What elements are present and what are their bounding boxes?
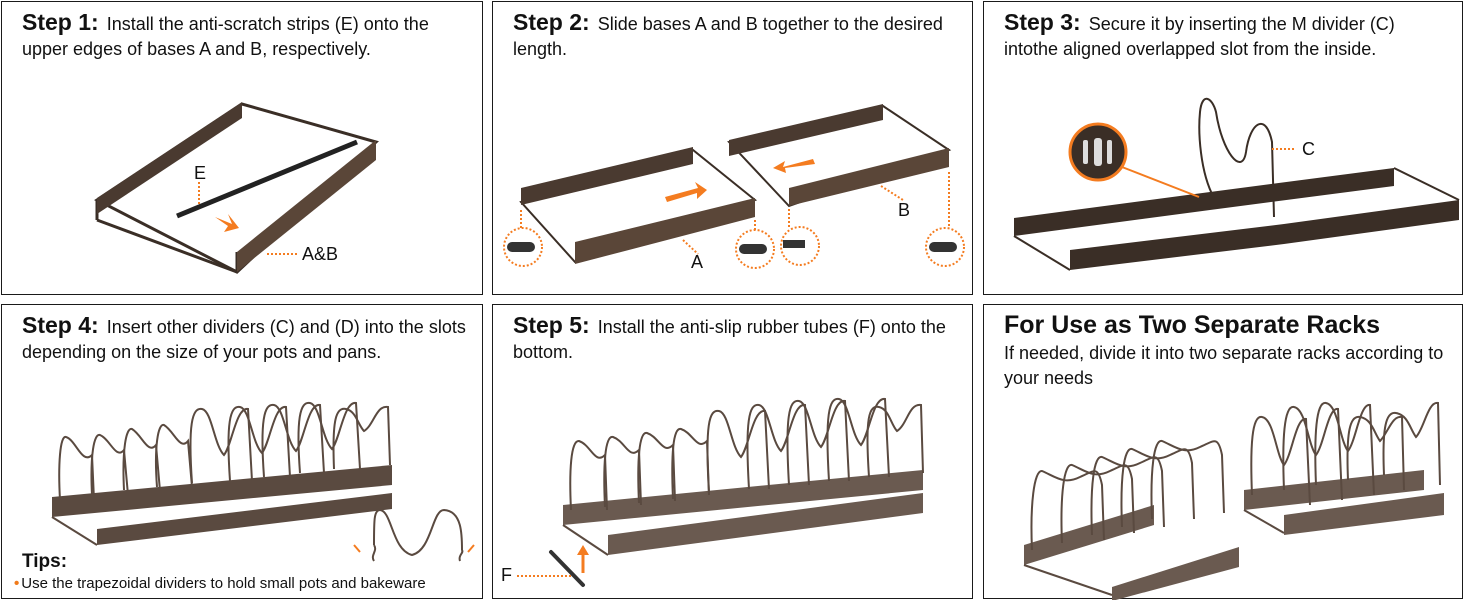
bullet-icon: • (14, 575, 20, 592)
step-1-text: Install the anti-scratch strips (E) onto… (22, 14, 429, 59)
step-4-panel: Step 4:Insert other dividers (C) and (D)… (1, 304, 483, 599)
separate-racks-heading: For Use as Two Separate Racks If needed,… (1004, 309, 1452, 391)
step-2-label: Step 2: (513, 9, 590, 35)
separate-racks-text: If needed, divide it into two separate r… (1004, 343, 1444, 388)
step-2-panel: Step 2:Slide bases A and B together to t… (492, 1, 973, 295)
label-e: E (194, 163, 207, 183)
step-2-text: Slide bases A and B together to the desi… (513, 14, 943, 59)
step-3-panel: Step 3:Secure it by inserting the M divi… (983, 1, 1463, 295)
step-3-text: Secure it by inserting the M divider (C)… (1004, 14, 1395, 59)
arrow-right-icon (665, 182, 707, 202)
base-with-strip-illustration (94, 102, 379, 274)
bases-sliding-illustration (503, 104, 965, 269)
label-a: A (691, 252, 704, 272)
two-racks-illustration (1023, 402, 1444, 600)
separate-racks-panel: For Use as Two Separate Racks If needed,… (983, 304, 1463, 600)
step-5-panel: Step 5:Install the anti-slip rubber tube… (492, 304, 973, 599)
step-1-heading: Step 1:Install the anti-scratch strips (… (22, 10, 472, 62)
rubber-tube (549, 550, 585, 587)
step-5-text: Install the anti-slip rubber tubes (F) o… (513, 317, 946, 362)
step-1-label: Step 1: (22, 9, 99, 35)
step-5-label: Step 5: (513, 312, 590, 338)
label-b: B (898, 200, 911, 220)
label-a-and-b: A&B (302, 244, 339, 264)
step-5-heading: Step 5:Install the anti-slip rubber tube… (513, 313, 962, 365)
arrow-icon (215, 214, 239, 232)
rack-with-dividers-illustration (51, 401, 475, 562)
anti-scratch-strip (176, 139, 358, 219)
tips-title: Tips: (22, 551, 68, 572)
arrow-icon (467, 544, 475, 553)
step-3-label: Step 3: (1004, 9, 1081, 35)
label-f: F (501, 565, 512, 585)
tip-text: Use the trapezoidal dividers to hold sma… (21, 575, 426, 592)
step-2-heading: Step 2:Slide bases A and B together to t… (513, 10, 962, 62)
arrow-left-icon (773, 159, 815, 173)
arrow-icon (353, 544, 361, 553)
separate-racks-title: For Use as Two Separate Racks (1004, 311, 1381, 339)
tip-item: •Use the trapezoidal dividers to hold sm… (14, 575, 426, 592)
step-3-heading: Step 3:Secure it by inserting the M divi… (1004, 10, 1452, 62)
step-4-heading: Step 4:Insert other dividers (C) and (D)… (22, 313, 472, 365)
step-1-panel: Step 1:Install the anti-scratch strips (… (1, 1, 483, 295)
rack-with-rubber-tubes-illustration (517, 397, 924, 587)
step-4-text: Insert other dividers (C) and (D) into t… (22, 317, 466, 362)
step-4-label: Step 4: (22, 312, 99, 338)
label-c: C (1302, 139, 1315, 159)
m-divider-illustration (1013, 97, 1460, 271)
